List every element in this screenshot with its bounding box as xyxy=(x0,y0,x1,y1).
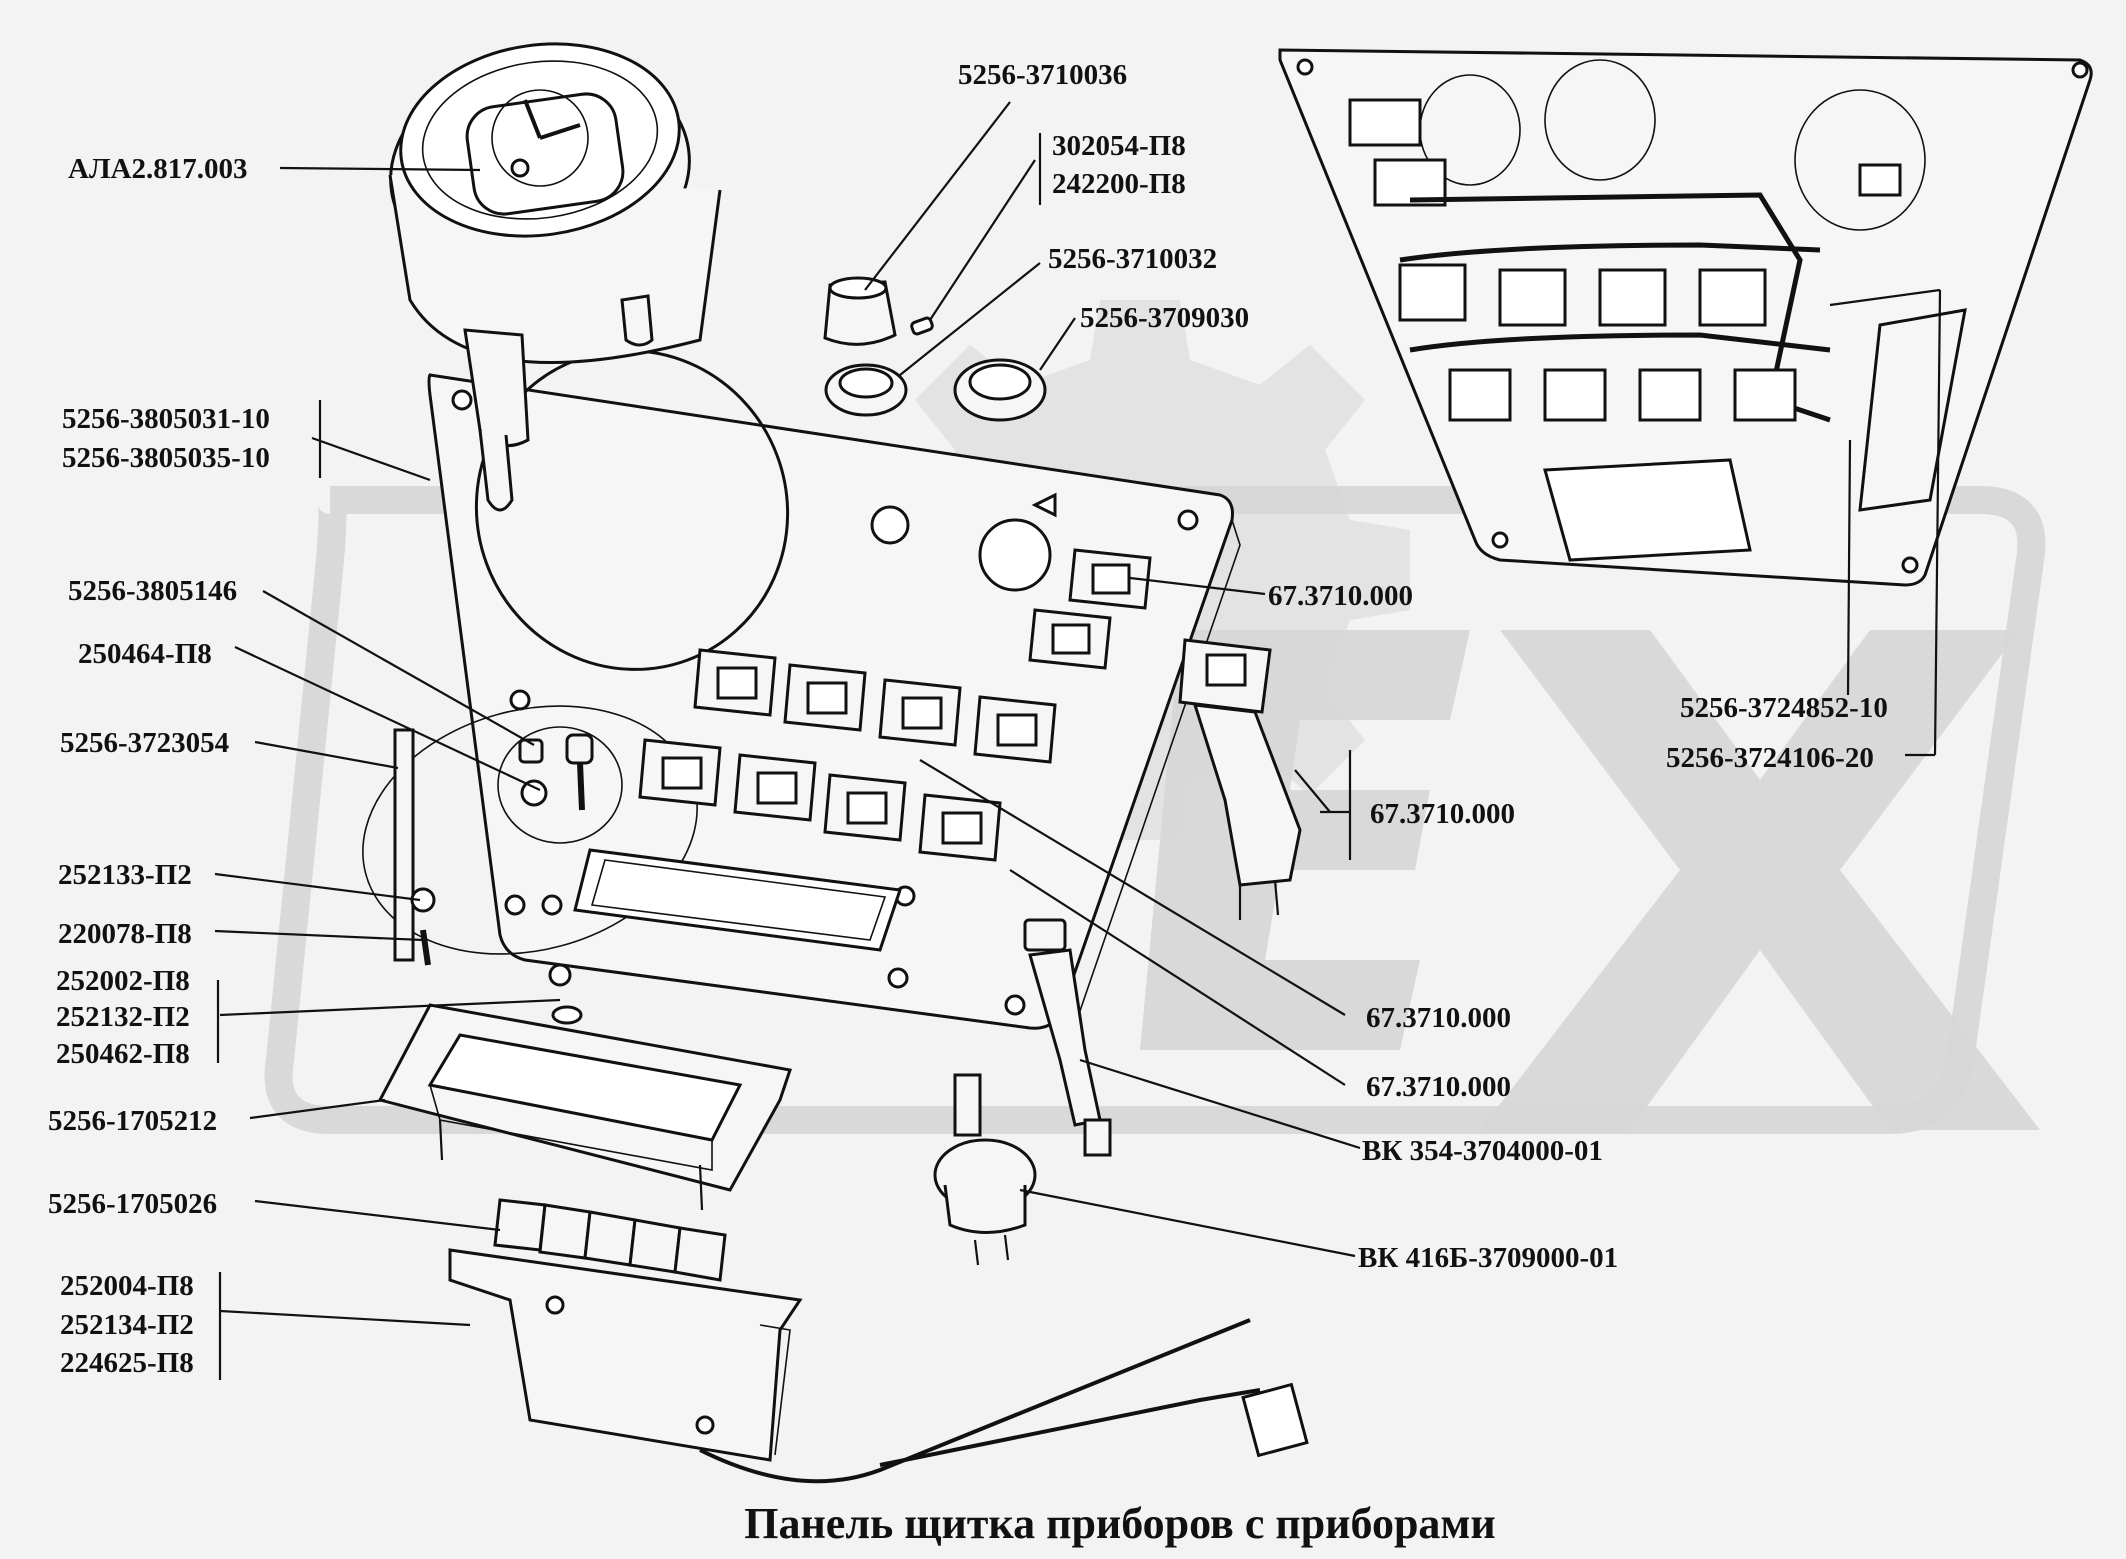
switch-knob-icon xyxy=(823,276,1047,422)
part-labels: АЛА2.817.003 5256-3710036 302054-П8 2422… xyxy=(48,59,1888,1548)
label-5256-3805031: 5256-3805031-10 xyxy=(62,403,270,435)
frame-icon xyxy=(377,1003,792,1211)
label-252004: 252004-П8 xyxy=(60,1270,194,1302)
label-switch-3: 67.3710.000 xyxy=(1366,1002,1511,1034)
label-vk354: ВК 354-3704000-01 xyxy=(1362,1135,1603,1167)
fuse-block-icon xyxy=(448,1198,1309,1484)
label-252002: 252002-П8 xyxy=(56,965,190,997)
label-ala: АЛА2.817.003 xyxy=(68,153,248,185)
screws-icon xyxy=(393,728,594,1025)
label-220078: 220078-П8 xyxy=(58,918,192,950)
diagram-title: Панель щитка приборов с приборами xyxy=(744,1499,1496,1548)
label-5256-3709030: 5256-3709030 xyxy=(1080,302,1249,334)
label-switch-4: 67.3710.000 xyxy=(1366,1071,1511,1103)
wiring-harness-inset xyxy=(1278,48,2093,587)
rocker-switch-blocks xyxy=(638,548,1152,862)
label-5256-3724852: 5256-3724852-10 xyxy=(1680,692,1888,724)
label-250464: 250464-П8 xyxy=(78,638,212,670)
leader-lines xyxy=(214,101,1942,1380)
label-5256-3710036: 5256-3710036 xyxy=(958,59,1127,91)
label-5256-1705026: 5256-1705026 xyxy=(48,1188,217,1220)
label-224625: 224625-П8 xyxy=(60,1347,194,1379)
label-switch-2: 67.3710.000 xyxy=(1370,798,1515,830)
label-302054: 302054-П8 xyxy=(1052,130,1186,162)
sensor-vk416-icon xyxy=(933,1073,1037,1266)
label-vk416: ВК 416Б-3709000-01 xyxy=(1358,1242,1618,1274)
label-5256-3710032: 5256-3710032 xyxy=(1048,243,1217,275)
label-252134: 252134-П2 xyxy=(60,1309,194,1341)
label-252133: 252133-П2 xyxy=(58,859,192,891)
label-5256-1705212: 5256-1705212 xyxy=(48,1105,217,1137)
label-5256-3805035: 5256-3805035-10 xyxy=(62,442,270,474)
label-switch-1: 67.3710.000 xyxy=(1268,580,1413,612)
label-252132: 252132-П2 xyxy=(56,1001,190,1033)
side-switch-icon xyxy=(1178,638,1302,920)
clock-gauge-icon xyxy=(388,42,722,512)
label-5256-3805146: 5256-3805146 xyxy=(68,575,237,607)
label-5256-3723054: 5256-3723054 xyxy=(60,727,229,759)
sensor-vk354-icon xyxy=(1023,918,1112,1157)
label-242200: 242200-П8 xyxy=(1052,168,1186,200)
label-5256-3724106: 5256-3724106-20 xyxy=(1666,742,1874,774)
label-250462: 250462-П8 xyxy=(56,1038,190,1070)
